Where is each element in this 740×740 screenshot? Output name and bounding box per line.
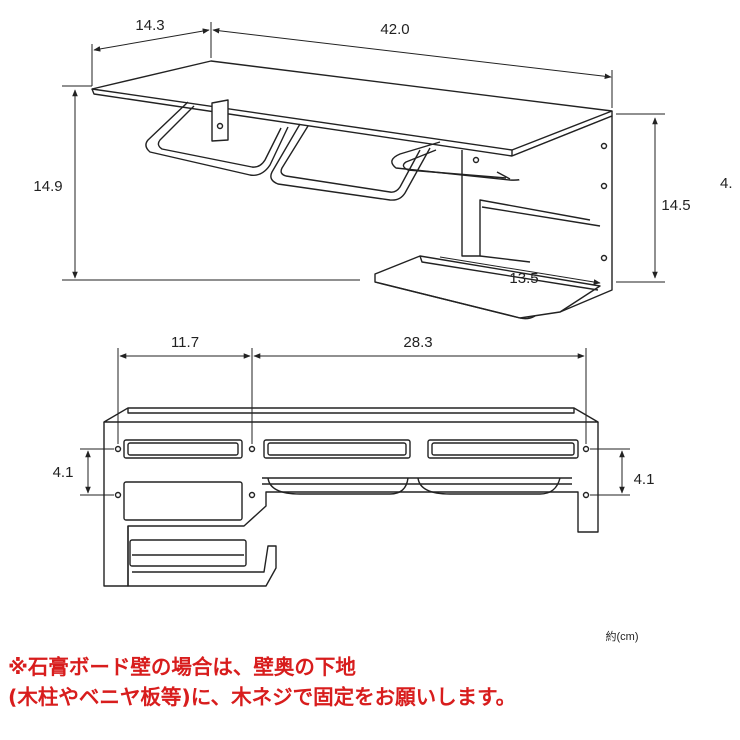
dim-hole-right-label: 4.1 <box>634 471 655 488</box>
dim-partial-label: 4. <box>720 175 733 192</box>
dim-line-depth <box>93 28 210 52</box>
wall-back-plate <box>511 115 613 313</box>
dim-left-width-label: 11.7 <box>171 334 199 351</box>
front-outline <box>103 422 599 587</box>
notice-line-2: (木柱やベニヤ板等)に、木ネジで固定をお願いします。 <box>8 685 517 709</box>
dim-height-left-label: 14.9 <box>33 178 62 195</box>
dim-tray-label: 13.5 <box>509 270 538 287</box>
dim-hole-left-label: 4.1 <box>53 464 74 481</box>
perspective-view <box>91 60 613 320</box>
dim-right-width-label: 28.3 <box>403 334 432 351</box>
dim-depth-label: 14.3 <box>135 17 164 34</box>
installation-notice: ※石膏ボード壁の場合は、壁奥の下地 (木柱やベニヤ板等)に、木ネジで固定をお願い… <box>8 652 736 712</box>
dim-line-width <box>212 27 612 80</box>
product-dimension-diagram: 14.3 42.0 14.9 14.5 13.5 4. <box>33 17 733 643</box>
perspective-dimension-lines <box>62 22 665 285</box>
front-lower-tray <box>127 526 277 587</box>
dim-line-tray <box>439 256 601 285</box>
dim-height-right-label: 14.5 <box>661 197 690 214</box>
roll-holder-middle <box>270 123 431 201</box>
dim-width-label: 42.0 <box>380 21 409 38</box>
front-shelf-top <box>103 407 599 423</box>
front-view <box>103 407 599 587</box>
front-dimension-lines <box>80 348 630 496</box>
roll-holder-left <box>145 101 289 176</box>
notice-line-1: ※石膏ボード壁の場合は、壁奥の下地 <box>8 655 356 679</box>
unit-note: 約(cm) <box>606 629 639 643</box>
